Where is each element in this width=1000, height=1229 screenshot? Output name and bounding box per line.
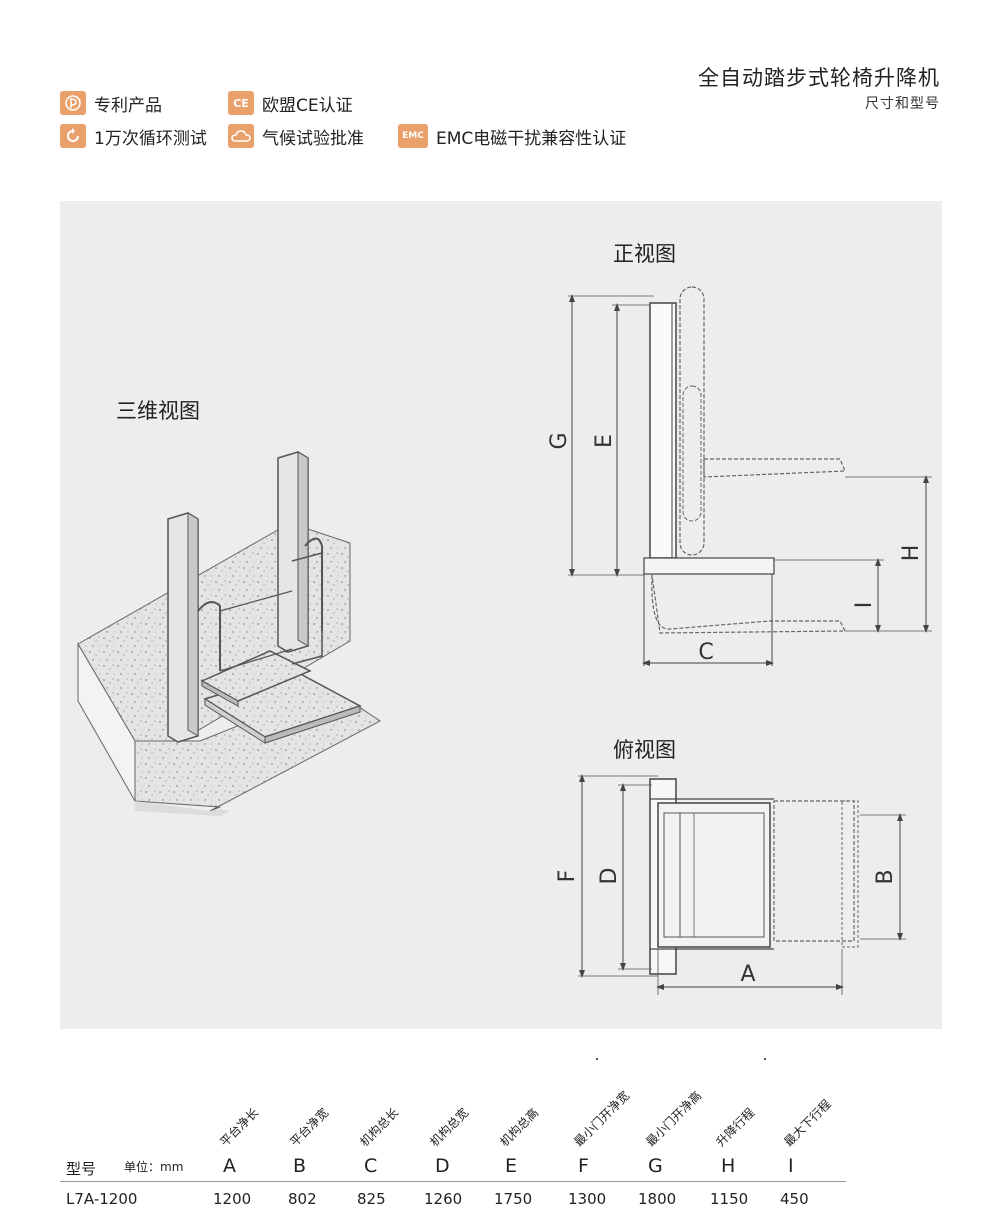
ce-icon: CE bbox=[228, 91, 254, 115]
dim-e-label: E bbox=[592, 434, 617, 448]
badge-ce: CE 欧盟CE认证 bbox=[228, 91, 353, 116]
column-value-g: 1800 bbox=[638, 1190, 677, 1208]
column-value-b: 802 bbox=[288, 1190, 317, 1208]
column-desc-d: 机构总宽 bbox=[427, 1105, 472, 1150]
column-letter-i: I bbox=[788, 1155, 794, 1177]
dim-a-label: A bbox=[740, 962, 755, 987]
marker-dot bbox=[764, 1058, 766, 1060]
column-value-c: 825 bbox=[357, 1190, 386, 1208]
three-d-lift-drawing bbox=[77, 451, 381, 816]
badge-emc: EMC EMC电磁干扰兼容性认证 bbox=[398, 124, 627, 149]
column-desc-g: 最小门开净高 bbox=[643, 1088, 705, 1150]
technical-drawings: G E H I C bbox=[77, 286, 932, 995]
badge-label: EMC电磁干扰兼容性认证 bbox=[436, 128, 627, 149]
top-view-drawing: F D B A bbox=[555, 774, 906, 995]
cycle-icon bbox=[60, 124, 86, 148]
column-letter-g: G bbox=[648, 1155, 663, 1177]
column-desc-c: 机构总长 bbox=[357, 1105, 402, 1150]
dim-d-label: D bbox=[597, 868, 622, 885]
column-desc-e: 机构总高 bbox=[497, 1105, 542, 1150]
column-desc-f: 最小门开净宽 bbox=[571, 1088, 633, 1150]
column-letter-f: F bbox=[578, 1155, 589, 1177]
model-value: L7A-1200 bbox=[66, 1190, 138, 1208]
column-value-d: 1260 bbox=[424, 1190, 463, 1208]
dim-b-label: B bbox=[873, 869, 898, 884]
dim-f-label: F bbox=[555, 870, 580, 883]
column-value-a: 1200 bbox=[213, 1190, 252, 1208]
emc-icon: EMC bbox=[398, 124, 428, 148]
top-view-title: 俯视图 bbox=[613, 738, 676, 762]
page-subtitle: 尺寸和型号 bbox=[865, 96, 940, 112]
model-header: 型号 bbox=[66, 1160, 97, 1178]
front-view-title: 正视图 bbox=[613, 242, 676, 266]
badge-label: 1万次循环测试 bbox=[94, 128, 207, 149]
dim-i-label: I bbox=[852, 602, 877, 609]
page-title: 全自动踏步式轮椅升降机 bbox=[698, 66, 940, 90]
dim-c-label: C bbox=[698, 640, 713, 665]
dim-h-label: H bbox=[899, 545, 924, 562]
spec-table: 平台净长 平台净宽 机构总长 机构总宽 机构总高 最小门开净宽 最小门开净高 升… bbox=[60, 1040, 850, 1220]
column-letter-d: D bbox=[435, 1155, 450, 1177]
dim-g-label: G bbox=[547, 432, 572, 449]
three-d-view-title: 三维视图 bbox=[116, 399, 200, 423]
column-letter-c: C bbox=[364, 1155, 378, 1177]
column-letter-h: H bbox=[721, 1155, 736, 1177]
badge-patent: 专利产品 bbox=[60, 91, 162, 116]
cloud-icon bbox=[228, 124, 254, 148]
badge-label: 气候试验批准 bbox=[262, 128, 364, 149]
table-divider bbox=[60, 1181, 846, 1182]
marker-dot bbox=[596, 1058, 598, 1060]
badge-cycle: 1万次循环测试 bbox=[60, 124, 207, 149]
column-value-i: 450 bbox=[780, 1190, 809, 1208]
badge-climate: 气候试验批准 bbox=[228, 124, 364, 149]
column-value-e: 1750 bbox=[494, 1190, 533, 1208]
column-value-h: 1150 bbox=[710, 1190, 749, 1208]
patent-icon bbox=[60, 91, 86, 115]
column-desc-h: 升降行程 bbox=[713, 1105, 758, 1150]
column-letter-b: B bbox=[293, 1155, 307, 1177]
column-desc-i: 最大下行程 bbox=[781, 1096, 834, 1150]
column-desc-b: 平台净宽 bbox=[287, 1105, 332, 1150]
column-desc-a: 平台净长 bbox=[217, 1105, 262, 1150]
unit-header: 单位：mm bbox=[124, 1160, 184, 1174]
front-view-drawing: G E H I C bbox=[547, 286, 932, 666]
drawing-panel: 三维视图 正视图 俯视图 bbox=[60, 201, 942, 1029]
column-letter-a: A bbox=[223, 1155, 236, 1177]
badge-label: 欧盟CE认证 bbox=[262, 95, 353, 116]
column-value-f: 1300 bbox=[568, 1190, 607, 1208]
column-letter-e: E bbox=[505, 1155, 518, 1177]
badge-label: 专利产品 bbox=[94, 95, 162, 116]
